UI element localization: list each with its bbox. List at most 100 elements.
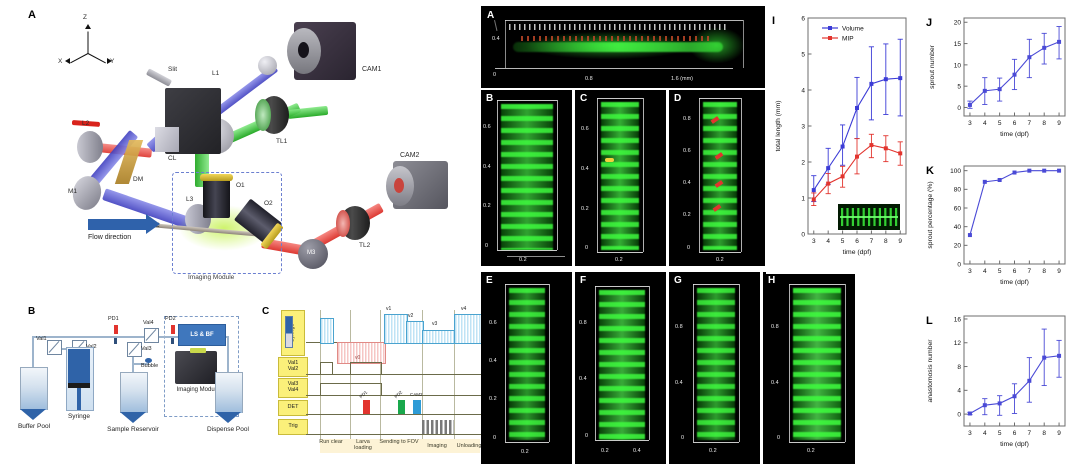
label-tl1: TL1	[276, 138, 288, 145]
render-H-xtick-0: 0.2	[807, 448, 815, 454]
timing-row-label-val34: Val3 Val4	[278, 378, 308, 398]
y-axis-title: sprout percentage (%)	[927, 181, 934, 248]
render-B-ytick-0: 0	[485, 243, 489, 249]
render-D-ytick-0: 0	[687, 245, 691, 251]
render-B: B 0 0.2 0.4 0.6 0.2	[481, 90, 572, 266]
syringe-v3-label: v3	[432, 321, 438, 327]
render-label-D: D	[674, 93, 682, 104]
label-tl2: TL2	[359, 242, 371, 249]
y-tick-label: 0	[801, 231, 805, 238]
tube-lens-2-glass	[336, 210, 350, 237]
data-point	[826, 181, 831, 186]
y-tick-label: 6	[801, 15, 805, 22]
render-A-xtick-1: 0.8	[585, 76, 593, 82]
label-l3: L3	[186, 196, 194, 203]
data-point	[855, 106, 859, 110]
label-m1: M1	[68, 188, 78, 195]
x-tick-label: 5	[998, 268, 1002, 275]
y-tick-label: 2	[801, 159, 805, 166]
y-tick-label: 4	[957, 388, 961, 395]
trig-pulse-train	[422, 420, 454, 434]
valve-val3[interactable]	[127, 342, 142, 357]
data-point	[883, 146, 888, 151]
x-tick-label: 9	[898, 238, 902, 245]
render-label-B: B	[486, 93, 494, 104]
render-G-ytick-0: 0	[681, 435, 685, 441]
x-tick-label: 3	[812, 238, 816, 245]
data-point	[1027, 55, 1032, 60]
ls-bf-box: LS & BF	[178, 324, 226, 346]
label-cl: CL	[168, 155, 177, 162]
y-tick-label: 60	[954, 205, 962, 212]
panel-label-C-timing: C	[262, 306, 270, 317]
data-point	[1042, 355, 1047, 360]
fluidics-module-box	[164, 316, 239, 417]
val12-pulse-1	[320, 362, 333, 375]
det-pulse-cam2	[413, 400, 421, 414]
legend-label: Volume	[842, 25, 864, 32]
tube-bubble	[133, 363, 149, 365]
valve-val4[interactable]	[144, 328, 159, 343]
valve-val1[interactable]	[47, 340, 62, 355]
timing-row-label-trig: Trig	[278, 419, 308, 435]
y-tick-label: 5	[801, 51, 805, 58]
timing-divider-2	[350, 310, 351, 440]
bubble-label: Bubble	[141, 363, 159, 369]
panel-label-J: J	[926, 17, 932, 29]
x-axis-title: time (dpf)	[1000, 441, 1029, 448]
render-label-F: F	[580, 275, 587, 286]
render-D-ytick-4: 0.8	[683, 116, 691, 122]
data-point	[898, 151, 903, 156]
render-E: E 0 0.2 0.4 0.6 0.2	[481, 272, 572, 464]
data-point	[1057, 353, 1062, 358]
data-point	[883, 77, 888, 82]
det-pulse-pd1	[363, 400, 370, 414]
render-C-ytick-0: 0	[585, 245, 589, 251]
render-F-ytick-1: 0.4	[579, 376, 587, 382]
axis-label-z: Z	[83, 14, 87, 21]
legend-label: MIP	[842, 35, 854, 42]
x-axis-title: time (dpf)	[843, 249, 872, 256]
lens-l1	[258, 56, 277, 75]
panel-label-I: I	[772, 15, 775, 27]
data-point	[1027, 378, 1032, 383]
x-tick-label: 8	[1042, 120, 1046, 127]
x-tick-label: 6	[855, 238, 859, 245]
det-cam2-label: CAM2	[410, 392, 423, 397]
det-pulse-pd2	[398, 400, 405, 414]
data-point	[967, 411, 972, 416]
syringe-icon	[285, 316, 293, 348]
render-B-xtick-0: 0.2	[519, 257, 527, 263]
photodiode-pd1-stem	[114, 338, 117, 344]
y-tick-label: 10	[954, 62, 962, 69]
x-tick-label: 3	[968, 120, 972, 127]
stage-label-larva-loading: Larva loading	[354, 439, 372, 451]
syringe-pulse-clear	[320, 318, 334, 344]
render-label-G: G	[674, 275, 682, 286]
timing-row-label-det: DET	[278, 400, 308, 416]
data-point	[967, 233, 972, 238]
x-tick-label: 4	[983, 430, 987, 437]
tube-main-top	[32, 336, 228, 338]
y-tick-label: 20	[954, 243, 962, 250]
series-anastomosis-number	[967, 328, 1062, 416]
val12-pulse-2	[350, 362, 382, 375]
render-B-ytick-1: 0.2	[483, 203, 491, 209]
render-C-ytick-2: 0.4	[581, 166, 589, 172]
render-A-ytick-0: 0.4	[492, 36, 500, 42]
render-H: H 0 0.4 0.8 0.2	[763, 272, 855, 464]
render-D: D 0 0.2 0.4 0.6 0.8 0.2	[669, 90, 765, 266]
syringe-pulse-v3	[422, 330, 456, 344]
y-tick-label: 8	[957, 364, 961, 371]
photodiode-pd2-label: PD2	[165, 316, 176, 322]
timing-baseline-trig	[306, 434, 482, 435]
render-C-ytick-1: 0.2	[581, 206, 589, 212]
tube-sample-down	[132, 350, 134, 372]
y-tick-label: 12	[954, 340, 962, 347]
data-point	[1042, 45, 1047, 50]
data-point	[1042, 168, 1047, 173]
